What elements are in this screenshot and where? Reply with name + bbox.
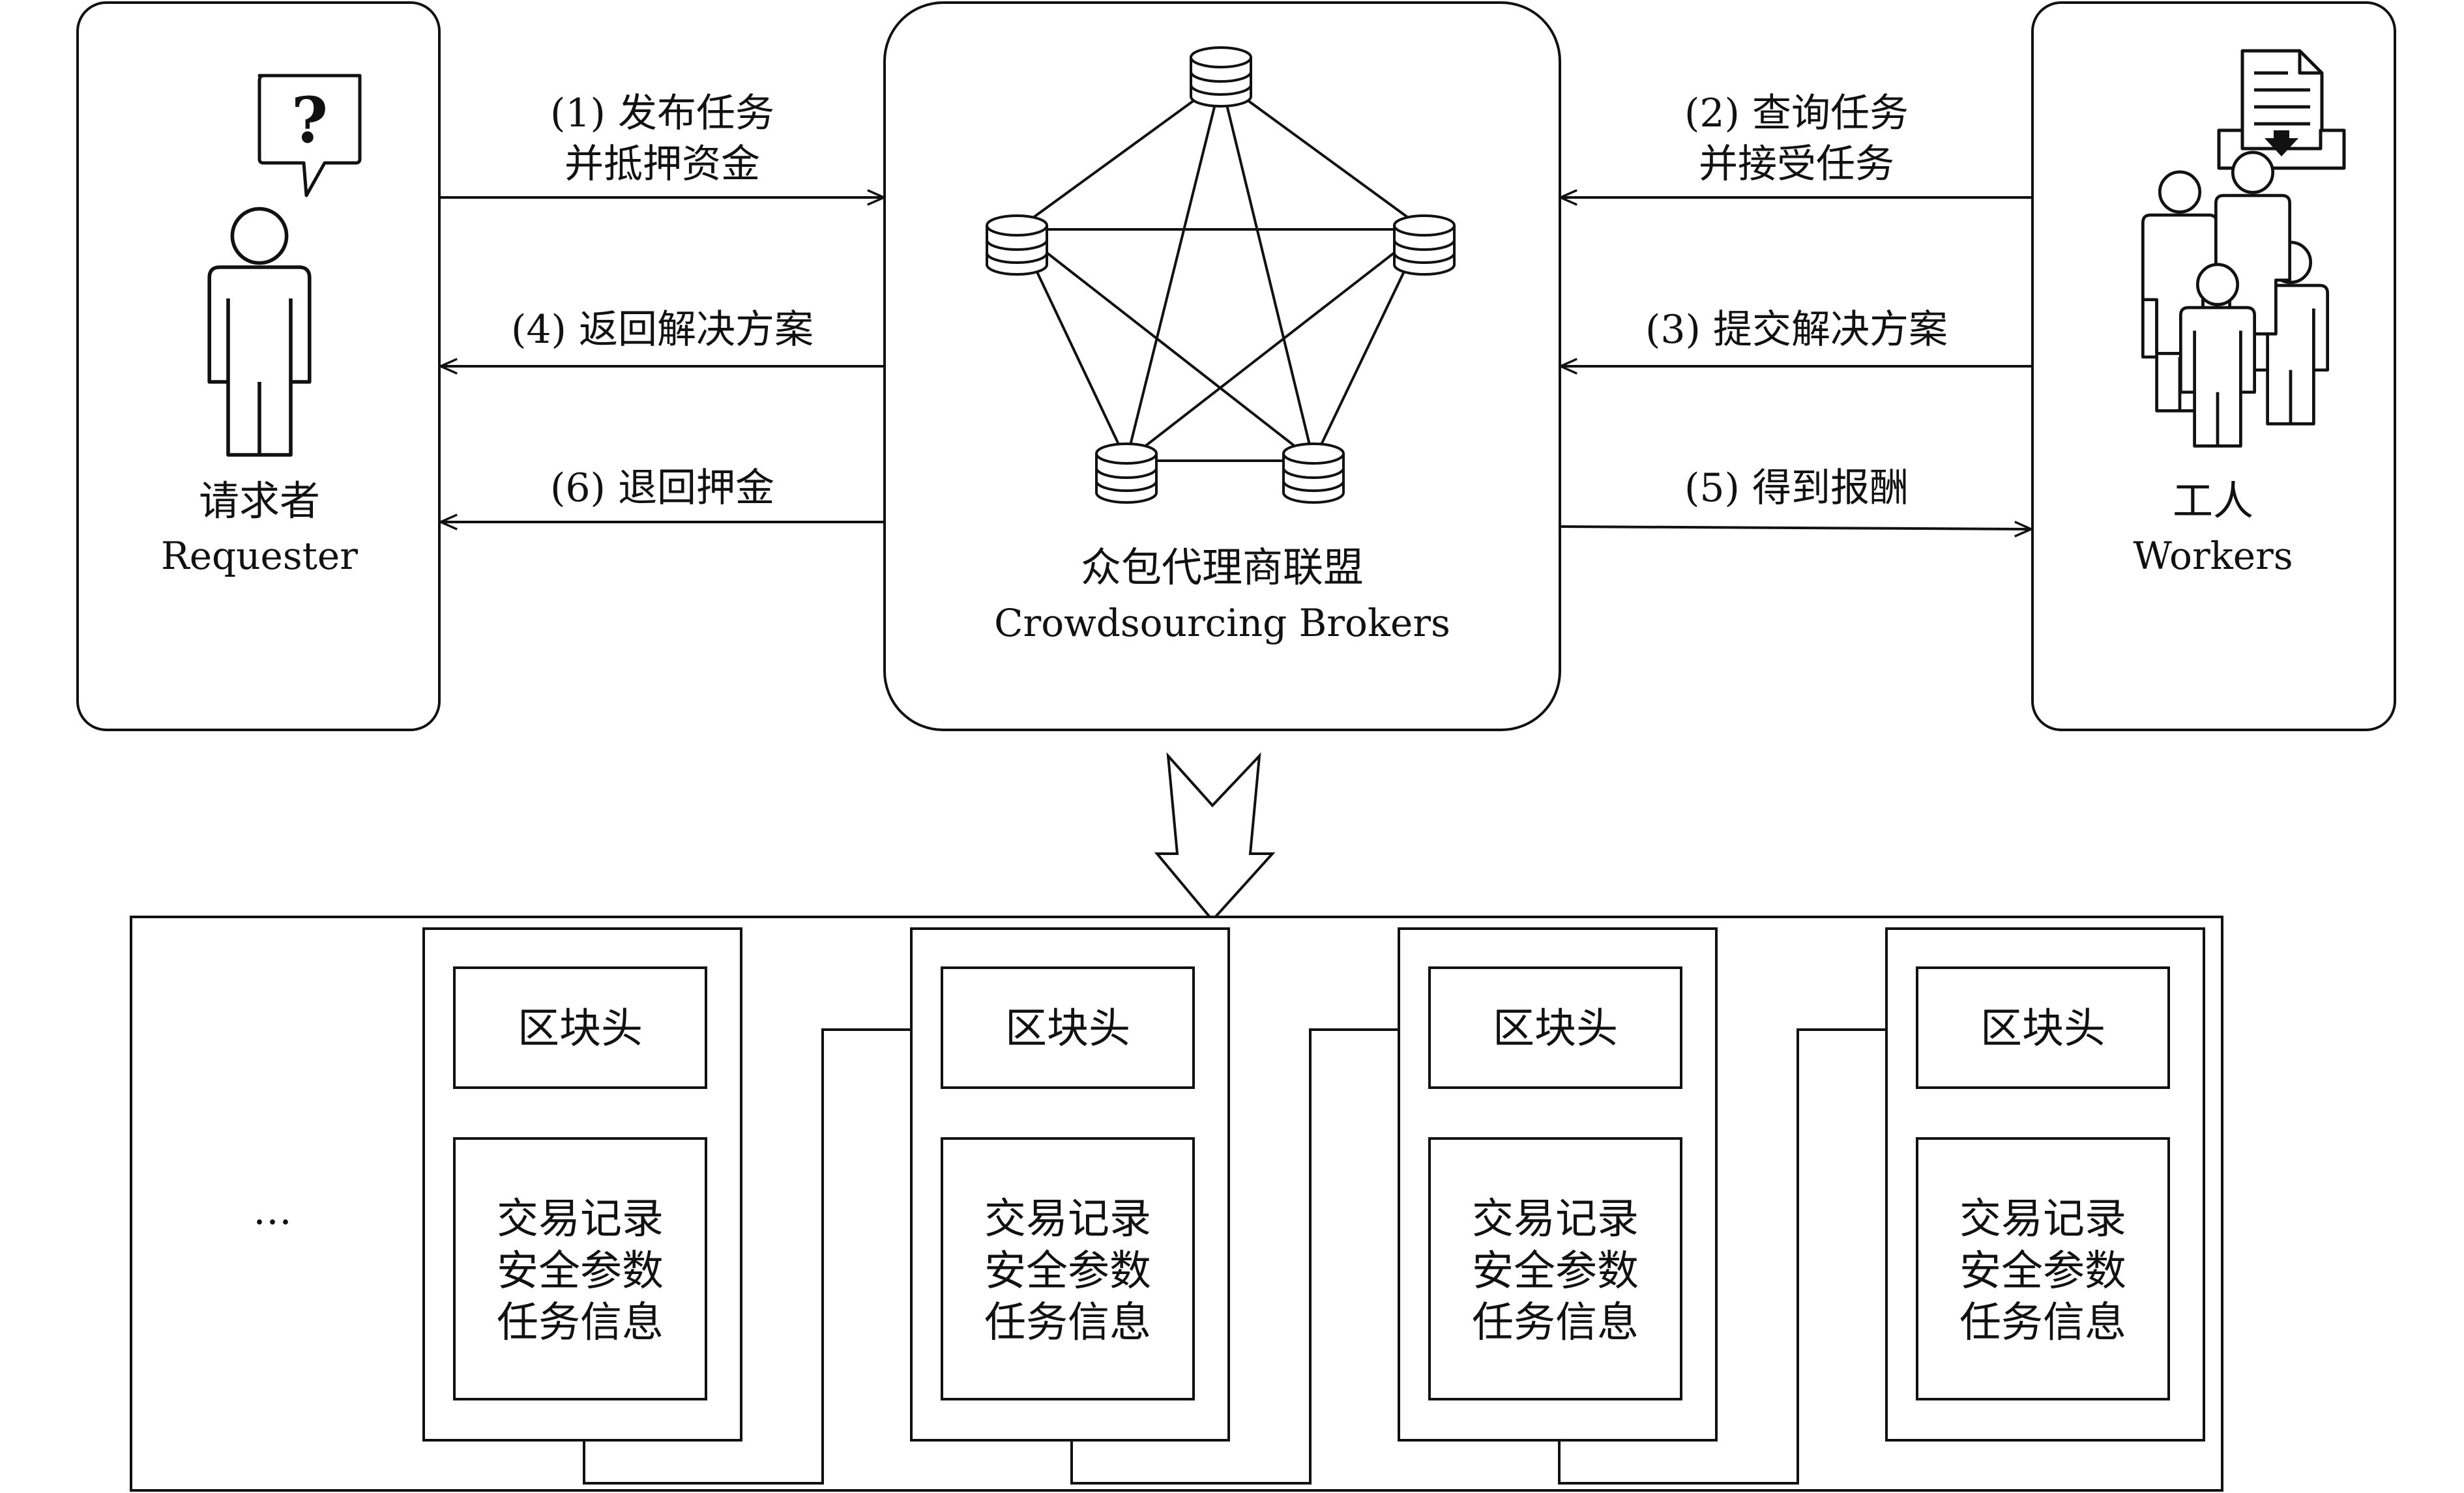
block-header <box>1916 966 2170 1089</box>
broker-label-en: Crowdsourcing Brokers <box>994 601 1450 645</box>
block-header <box>941 966 1195 1089</box>
question-bubble-icon: ? <box>257 74 362 197</box>
flow-label-2-line2: 并接受任务 <box>1699 141 1894 187</box>
broker-label-cn: 众包代理商联盟 <box>1081 544 1364 591</box>
svg-text:?: ? <box>291 83 328 157</box>
person-icon <box>207 207 312 457</box>
block-body-line: 任务信息 <box>1472 1299 1639 1347</box>
block-body-line: 交易记录 <box>497 1195 664 1243</box>
workers-label-cn: 工人 <box>2173 477 2253 525</box>
flow-label-5: (5) 得到报酬 <box>1684 465 1909 511</box>
block-body-line: 交易记录 <box>1472 1195 1639 1243</box>
database-icon <box>1095 442 1158 504</box>
block-body-line: 安全参数 <box>497 1247 664 1296</box>
database-icon <box>1190 46 1252 108</box>
block-header <box>1428 966 1682 1089</box>
flow-label-4: (4) 返回解决方案 <box>511 307 814 353</box>
block-4: 区块头 交易记录 安全参数 任务信息 <box>1885 927 2205 1442</box>
down-arrow-icon <box>1154 752 1276 923</box>
block-body-line: 安全参数 <box>984 1247 1151 1296</box>
block-3: 区块头 交易记录 安全参数 任务信息 <box>1398 927 1718 1442</box>
broker-network <box>1015 79 1426 462</box>
block-1: 区块头 交易记录 安全参数 任务信息 <box>422 927 742 1442</box>
block-body <box>941 1137 1195 1400</box>
block-body <box>1916 1137 2170 1400</box>
block-header <box>453 966 707 1089</box>
block-body-line: 安全参数 <box>1959 1247 2126 1296</box>
block-header-label: 区块头 <box>518 1005 643 1053</box>
workers-label-en: Workers <box>2133 534 2293 578</box>
flow-label-2-line1: (2) 查询任务 <box>1684 91 1909 136</box>
database-icon <box>1393 214 1456 276</box>
block-body <box>1428 1137 1682 1400</box>
flow-arrow-5 <box>1560 527 2031 529</box>
requester-label-cn: 请求者 <box>199 477 320 525</box>
block-body-line: 任务信息 <box>1959 1299 2126 1347</box>
block-2: 区块头 交易记录 安全参数 任务信息 <box>910 927 1230 1442</box>
chain-link-3-4 <box>1558 1015 1918 1485</box>
flow-label-1-line2: 并抵押资金 <box>565 141 760 187</box>
block-body-line: 安全参数 <box>1472 1247 1639 1296</box>
requester-label-en: Requester <box>161 534 358 578</box>
chain-ellipsis: … <box>253 1188 292 1234</box>
flow-label-6: (6) 退回押金 <box>550 465 774 511</box>
chain-link-1-2 <box>583 1015 943 1485</box>
block-body-line: 交易记录 <box>1959 1195 2126 1243</box>
block-body-line: 任务信息 <box>497 1299 664 1347</box>
block-header-label: 区块头 <box>1005 1005 1130 1053</box>
database-icon <box>986 214 1048 276</box>
flow-label-1-line1: (1) 发布任务 <box>550 91 774 136</box>
block-body-line: 任务信息 <box>984 1299 1151 1347</box>
block-body <box>453 1137 707 1400</box>
database-icon <box>1282 442 1345 504</box>
block-header-label: 区块头 <box>1980 1005 2105 1053</box>
block-header-label: 区块头 <box>1493 1005 1618 1053</box>
block-body-line: 交易记录 <box>984 1195 1151 1243</box>
chain-link-2-3 <box>1070 1015 1431 1485</box>
worker-group-icon <box>2141 151 2330 448</box>
flow-label-3: (3) 提交解决方案 <box>1645 307 1948 353</box>
